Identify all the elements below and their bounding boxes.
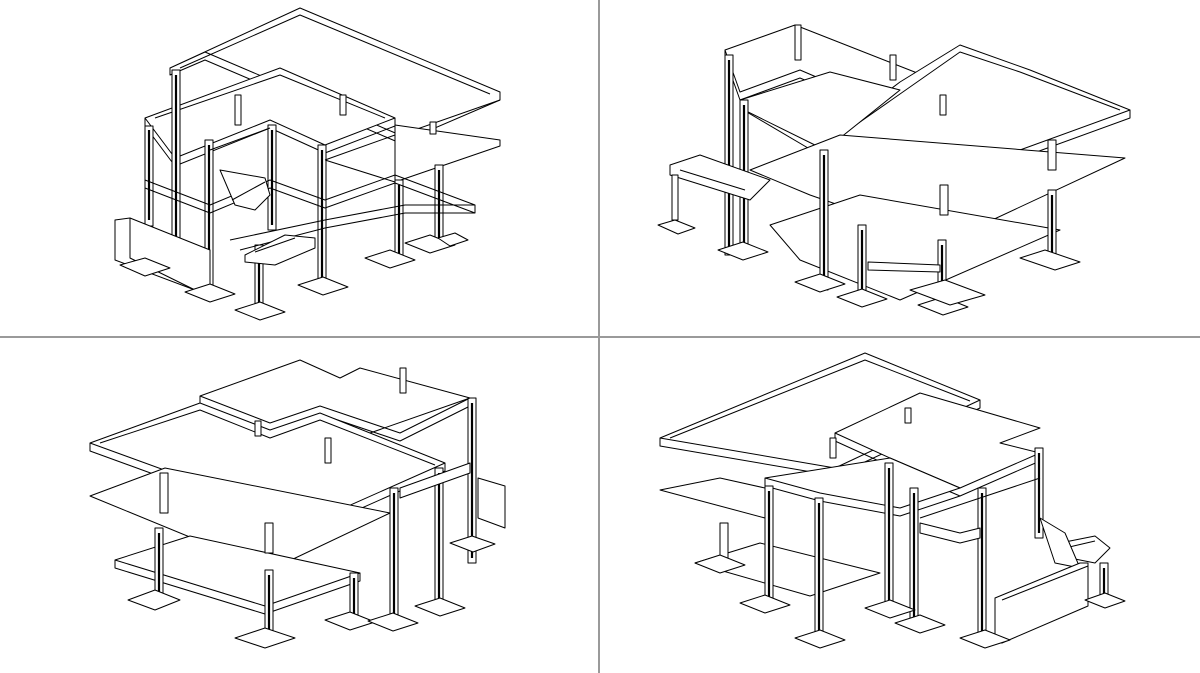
- footings: [657, 219, 1081, 316]
- beams: [144, 127, 476, 251]
- beams: [919, 477, 1041, 544]
- wireframe-structure-top-right: [657, 24, 1131, 316]
- staircase: [1039, 517, 1111, 569]
- wireframe-structure-bottom-right: [659, 352, 1126, 649]
- roof-slab-main: [659, 352, 981, 477]
- viewport-bottom-right[interactable]: [600, 338, 1198, 673]
- staircase: [669, 154, 771, 221]
- floor-slab-lower: [769, 194, 1061, 301]
- columns: [719, 407, 1109, 644]
- footings: [119, 232, 469, 321]
- footings: [694, 554, 1126, 649]
- wall-panel-side: [477, 477, 506, 529]
- wall-panel: [867, 261, 941, 273]
- roof-slab-rear: [169, 7, 501, 144]
- viewport-top-left[interactable]: [0, 0, 598, 335]
- viewport-bottom-left[interactable]: [0, 338, 598, 673]
- staircase: [219, 169, 316, 266]
- beams-side: [369, 397, 471, 499]
- viewport-top-right[interactable]: [600, 0, 1198, 335]
- wireframe-structure-top-left: [114, 7, 501, 321]
- wall-panel-front: [994, 562, 1089, 644]
- wall-panel-front: [114, 217, 211, 291]
- floor-slab-mid: [324, 124, 501, 183]
- footings: [127, 535, 496, 649]
- wireframe-structure-bottom-left: [89, 359, 506, 649]
- floor-slab-mid: [659, 477, 766, 519]
- viewport-divider-horizontal[interactable]: [0, 336, 1200, 338]
